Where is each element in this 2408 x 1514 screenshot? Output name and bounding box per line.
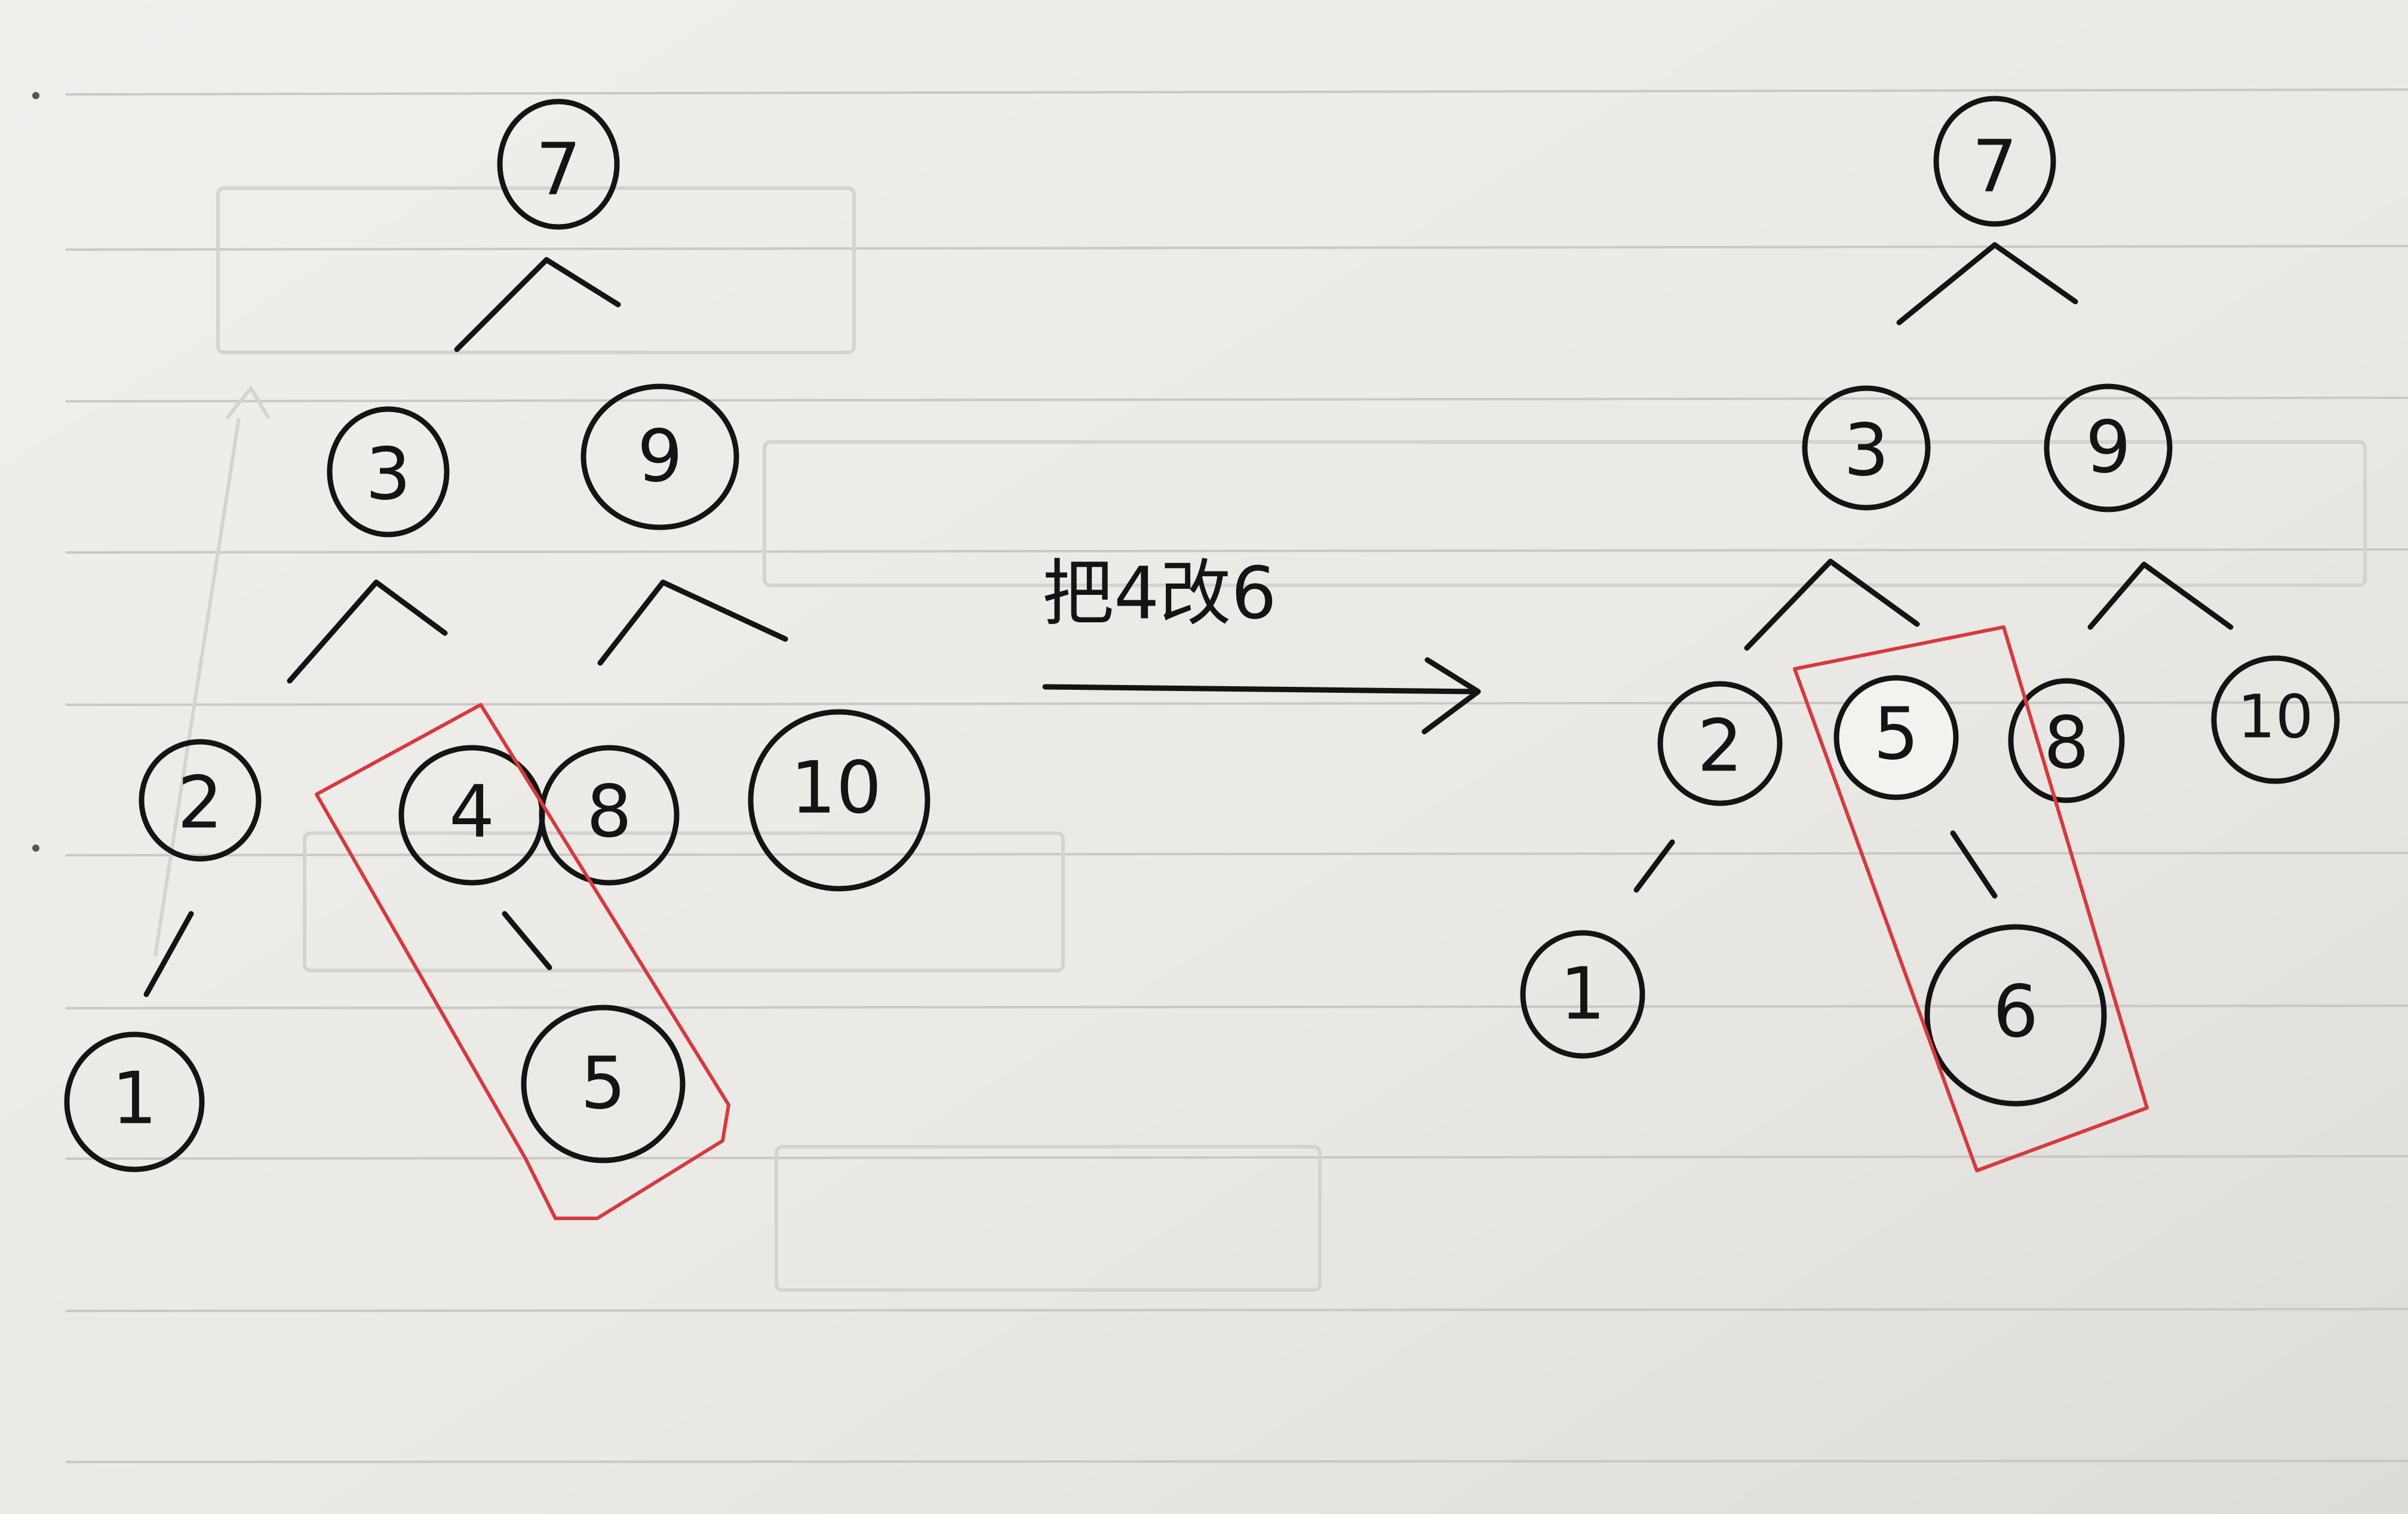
- node-label: 2: [177, 762, 223, 845]
- before-node-7: 7: [497, 99, 620, 230]
- arrow-icon: [1042, 657, 1481, 735]
- node-label: 10: [791, 747, 882, 830]
- node-label: 8: [2044, 702, 2089, 785]
- after-node-7: 7: [1933, 96, 2056, 227]
- edge-2-1: [1633, 839, 1675, 893]
- show-through-marks: [153, 186, 2367, 1292]
- after-node-2: 2: [1657, 681, 1783, 806]
- node-label: 5: [580, 1043, 626, 1126]
- node-label: 3: [366, 434, 411, 517]
- edge-4-5: [502, 911, 552, 971]
- node-label: 9: [2086, 407, 2131, 490]
- node-label: 7: [536, 129, 581, 212]
- transformation-annotation: 把4改6: [1042, 552, 1481, 735]
- highlight-box: [1793, 625, 2149, 1172]
- after-node-10: 10: [2211, 655, 2340, 784]
- before-tree-edges: [143, 257, 788, 997]
- node-label: 4: [449, 771, 494, 854]
- node-label: 6: [1993, 971, 2038, 1054]
- before-tree: 7 3 9 2 4 8 10 1: [64, 99, 930, 1220]
- node-label: 3: [1844, 410, 1889, 493]
- after-node-1: 1: [1520, 930, 1645, 1059]
- node-label: 10: [2237, 682, 2313, 752]
- after-node-6: 6: [1924, 924, 2107, 1107]
- edge-9-10: [2141, 561, 2234, 630]
- edge-9-10: [660, 579, 788, 642]
- margin-dot: [32, 844, 39, 852]
- after-node-9: 9: [2044, 383, 2173, 512]
- node-label: 7: [1972, 126, 2017, 209]
- edge-3-2: [1744, 558, 1833, 651]
- edge-9-8: [2087, 561, 2147, 630]
- margin-dot: [32, 92, 39, 99]
- before-node-1: 1: [64, 1031, 205, 1172]
- edge-5-6: [1950, 830, 1998, 899]
- node-label: 1: [112, 1058, 157, 1141]
- edge-7-9: [543, 257, 621, 308]
- after-tree-edges: [1633, 242, 2234, 899]
- after-tree: 7 3 9 2 5 8 10 1: [1520, 96, 2340, 1172]
- edge-7-9: [1992, 242, 2078, 305]
- after-node-5: 5: [1833, 675, 1959, 800]
- before-node-3: 3: [327, 406, 450, 538]
- before-node-2: 2: [139, 739, 262, 862]
- caption-text: 把4改6: [1042, 552, 1277, 635]
- edge-3-4: [373, 579, 448, 636]
- before-node-9: 9: [580, 383, 739, 530]
- edge-9-8: [597, 579, 666, 666]
- after-node-8: 8: [2008, 678, 2125, 803]
- node-label: 1: [1560, 953, 1605, 1036]
- highlight-box: [315, 703, 730, 1220]
- node-label: 5: [1873, 693, 1919, 776]
- after-node-3: 3: [1802, 385, 1931, 511]
- before-node-8: 8: [539, 745, 680, 886]
- edge-7-3: [454, 257, 549, 352]
- before-node-5: 5: [521, 1005, 686, 1163]
- node-label: 2: [1697, 705, 1743, 788]
- ruled-lines: [65, 88, 2408, 1463]
- edge-7-3: [1896, 242, 1998, 325]
- edge-2-1: [143, 911, 194, 997]
- node-label: 9: [637, 416, 683, 499]
- edge-3-5: [1828, 558, 1920, 627]
- before-node-10: 10: [748, 709, 930, 892]
- node-label: 8: [586, 771, 632, 854]
- edge-3-2: [287, 579, 379, 684]
